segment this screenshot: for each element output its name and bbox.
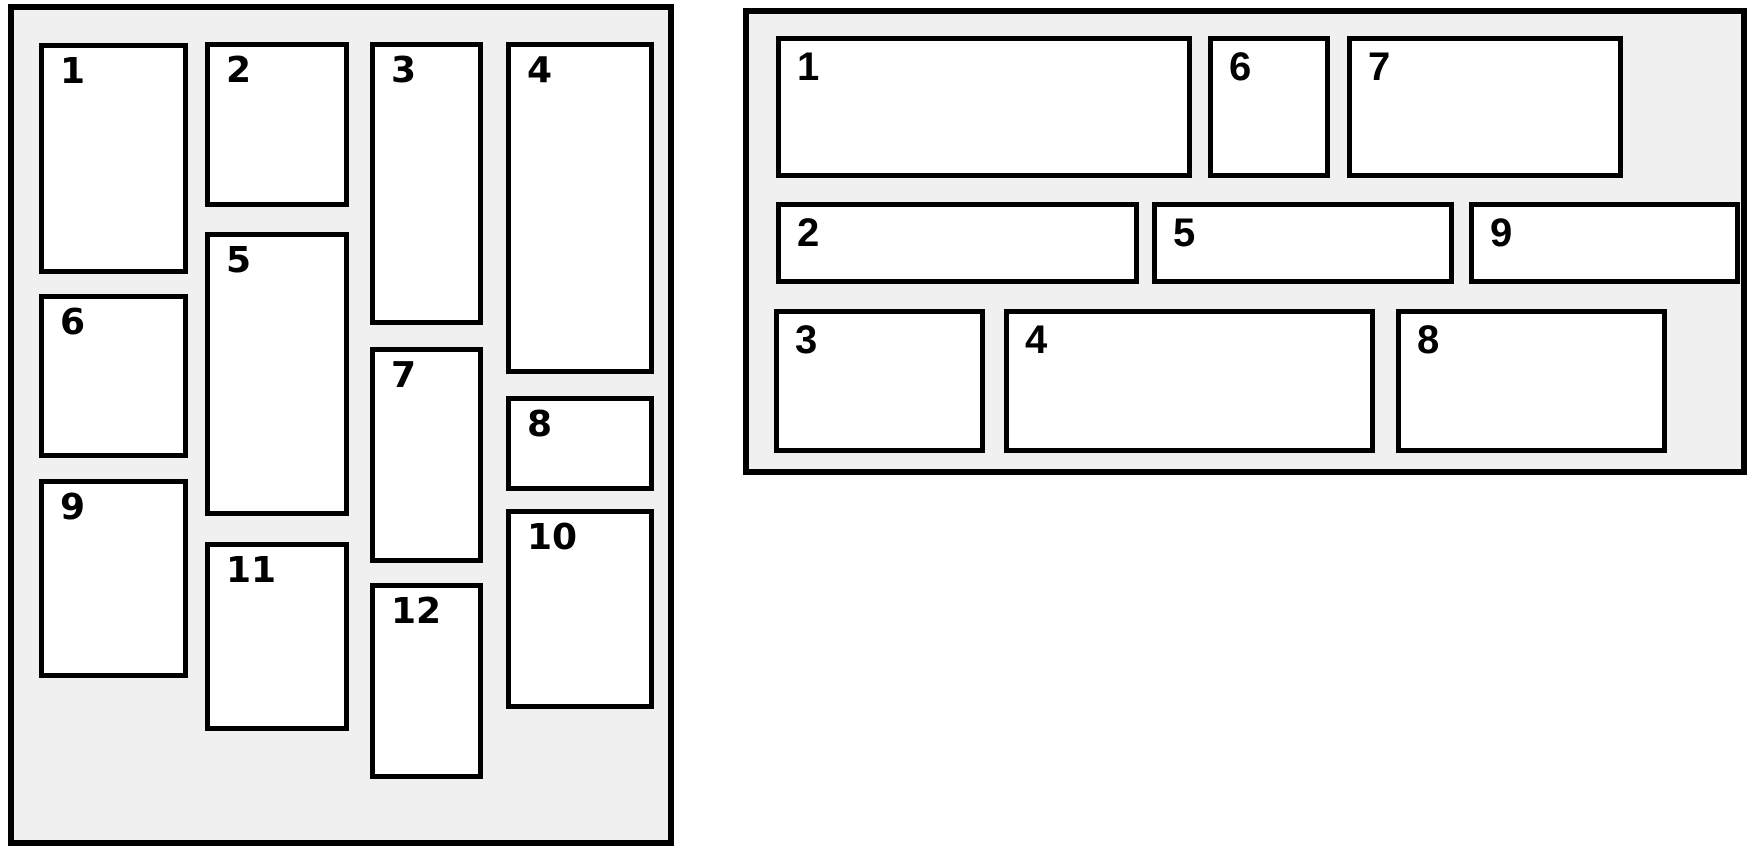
box-label: 7 bbox=[1368, 45, 1390, 89]
masonry-box: 6 bbox=[39, 294, 188, 458]
box-label: 2 bbox=[226, 50, 252, 91]
masonry-box: 1 bbox=[39, 43, 188, 274]
box-label: 9 bbox=[60, 487, 86, 528]
masonry-box: 6 bbox=[1208, 36, 1330, 178]
masonry-panel-horizontal: 1 2 3 4 5 6 7 8 9 bbox=[743, 8, 1747, 475]
masonry-box: 8 bbox=[506, 396, 654, 491]
box-label: 1 bbox=[797, 45, 819, 89]
masonry-box: 5 bbox=[1152, 202, 1454, 284]
masonry-box: 11 bbox=[205, 542, 349, 731]
masonry-box: 5 bbox=[205, 232, 349, 516]
box-label: 6 bbox=[1229, 45, 1251, 89]
box-label: 12 bbox=[391, 591, 442, 632]
box-label: 8 bbox=[1417, 318, 1439, 362]
box-label: 1 bbox=[60, 51, 86, 92]
box-label: 7 bbox=[391, 355, 417, 396]
box-label: 10 bbox=[527, 517, 578, 558]
masonry-box: 2 bbox=[205, 42, 349, 207]
masonry-box: 9 bbox=[1469, 202, 1740, 284]
masonry-box: 3 bbox=[370, 42, 483, 325]
masonry-box: 8 bbox=[1396, 309, 1667, 453]
masonry-box: 1 bbox=[776, 36, 1192, 178]
masonry-box: 3 bbox=[774, 309, 985, 453]
box-label: 8 bbox=[527, 404, 553, 445]
box-label: 6 bbox=[60, 302, 86, 343]
box-label: 11 bbox=[226, 550, 277, 591]
masonry-box: 4 bbox=[506, 42, 654, 374]
box-label: 5 bbox=[1173, 211, 1195, 255]
masonry-box: 4 bbox=[1004, 309, 1375, 453]
box-label: 2 bbox=[797, 211, 819, 255]
masonry-box: 7 bbox=[1347, 36, 1623, 178]
box-label: 9 bbox=[1490, 211, 1512, 255]
box-label: 4 bbox=[1025, 318, 1047, 362]
masonry-box: 12 bbox=[370, 583, 483, 779]
box-label: 5 bbox=[226, 240, 252, 281]
masonry-box: 10 bbox=[506, 509, 654, 709]
box-label: 4 bbox=[527, 50, 553, 91]
masonry-box: 9 bbox=[39, 479, 188, 678]
masonry-box: 7 bbox=[370, 347, 483, 563]
masonry-box: 2 bbox=[776, 202, 1139, 284]
box-label: 3 bbox=[391, 50, 417, 91]
box-label: 3 bbox=[795, 318, 817, 362]
